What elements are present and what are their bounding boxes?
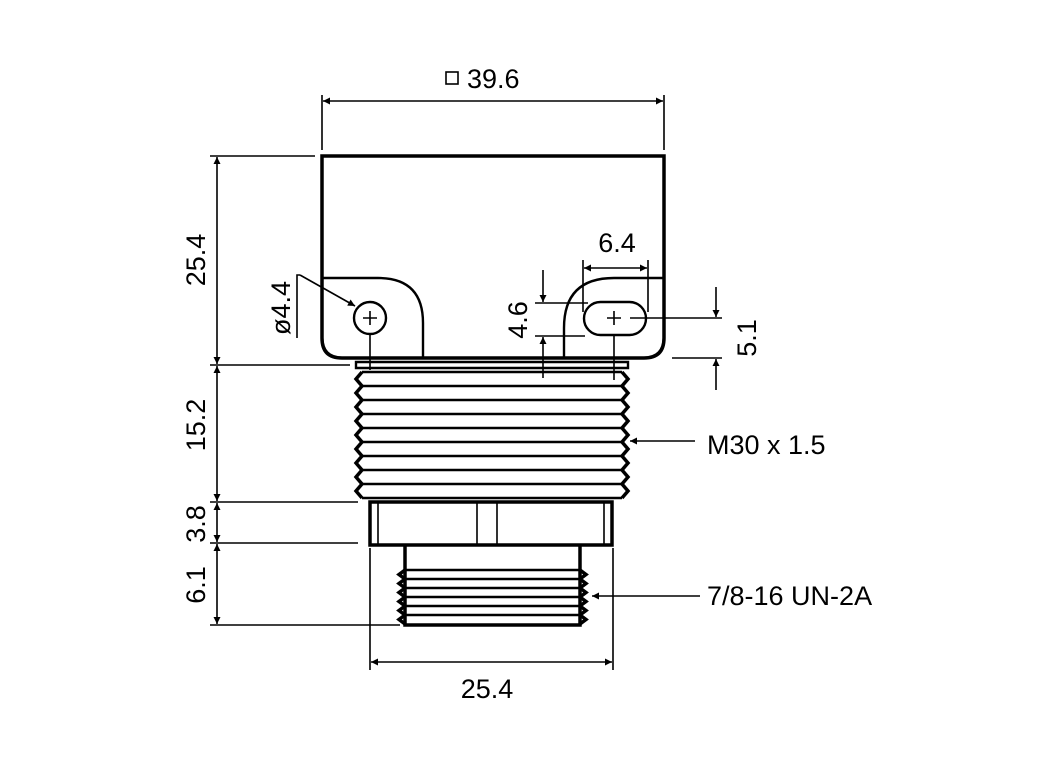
dim-housing-height: 25.4 <box>181 234 211 287</box>
dim-hole-diameter: ø4.4 <box>266 281 296 335</box>
dimension-lines <box>210 95 722 670</box>
thread-profile <box>353 370 365 500</box>
m30-thread <box>353 360 631 500</box>
callout-connector-thread: 7/8-16 UN-2A <box>707 581 872 611</box>
dim-slot-offset: 4.6 <box>503 301 533 339</box>
dim-slot-height: 5.1 <box>732 319 762 357</box>
thread-profile <box>396 568 408 626</box>
collar <box>368 500 614 547</box>
dim-thread-length: 15.2 <box>181 399 211 452</box>
dim-connector-length: 6.1 <box>181 566 211 604</box>
callout-main-thread: M30 x 1.5 <box>707 430 826 460</box>
dim-top-width: 39.6 <box>467 64 520 94</box>
connector-thread <box>396 545 589 627</box>
dim-slot-length: 6.4 <box>598 228 636 258</box>
sensor-housing <box>320 154 666 380</box>
thread-profile <box>577 568 589 626</box>
dim-bottom-width: 25.4 <box>461 674 514 704</box>
square-symbol <box>445 71 459 85</box>
thread-profile <box>619 370 631 500</box>
dim-collar-height: 3.8 <box>181 505 211 543</box>
